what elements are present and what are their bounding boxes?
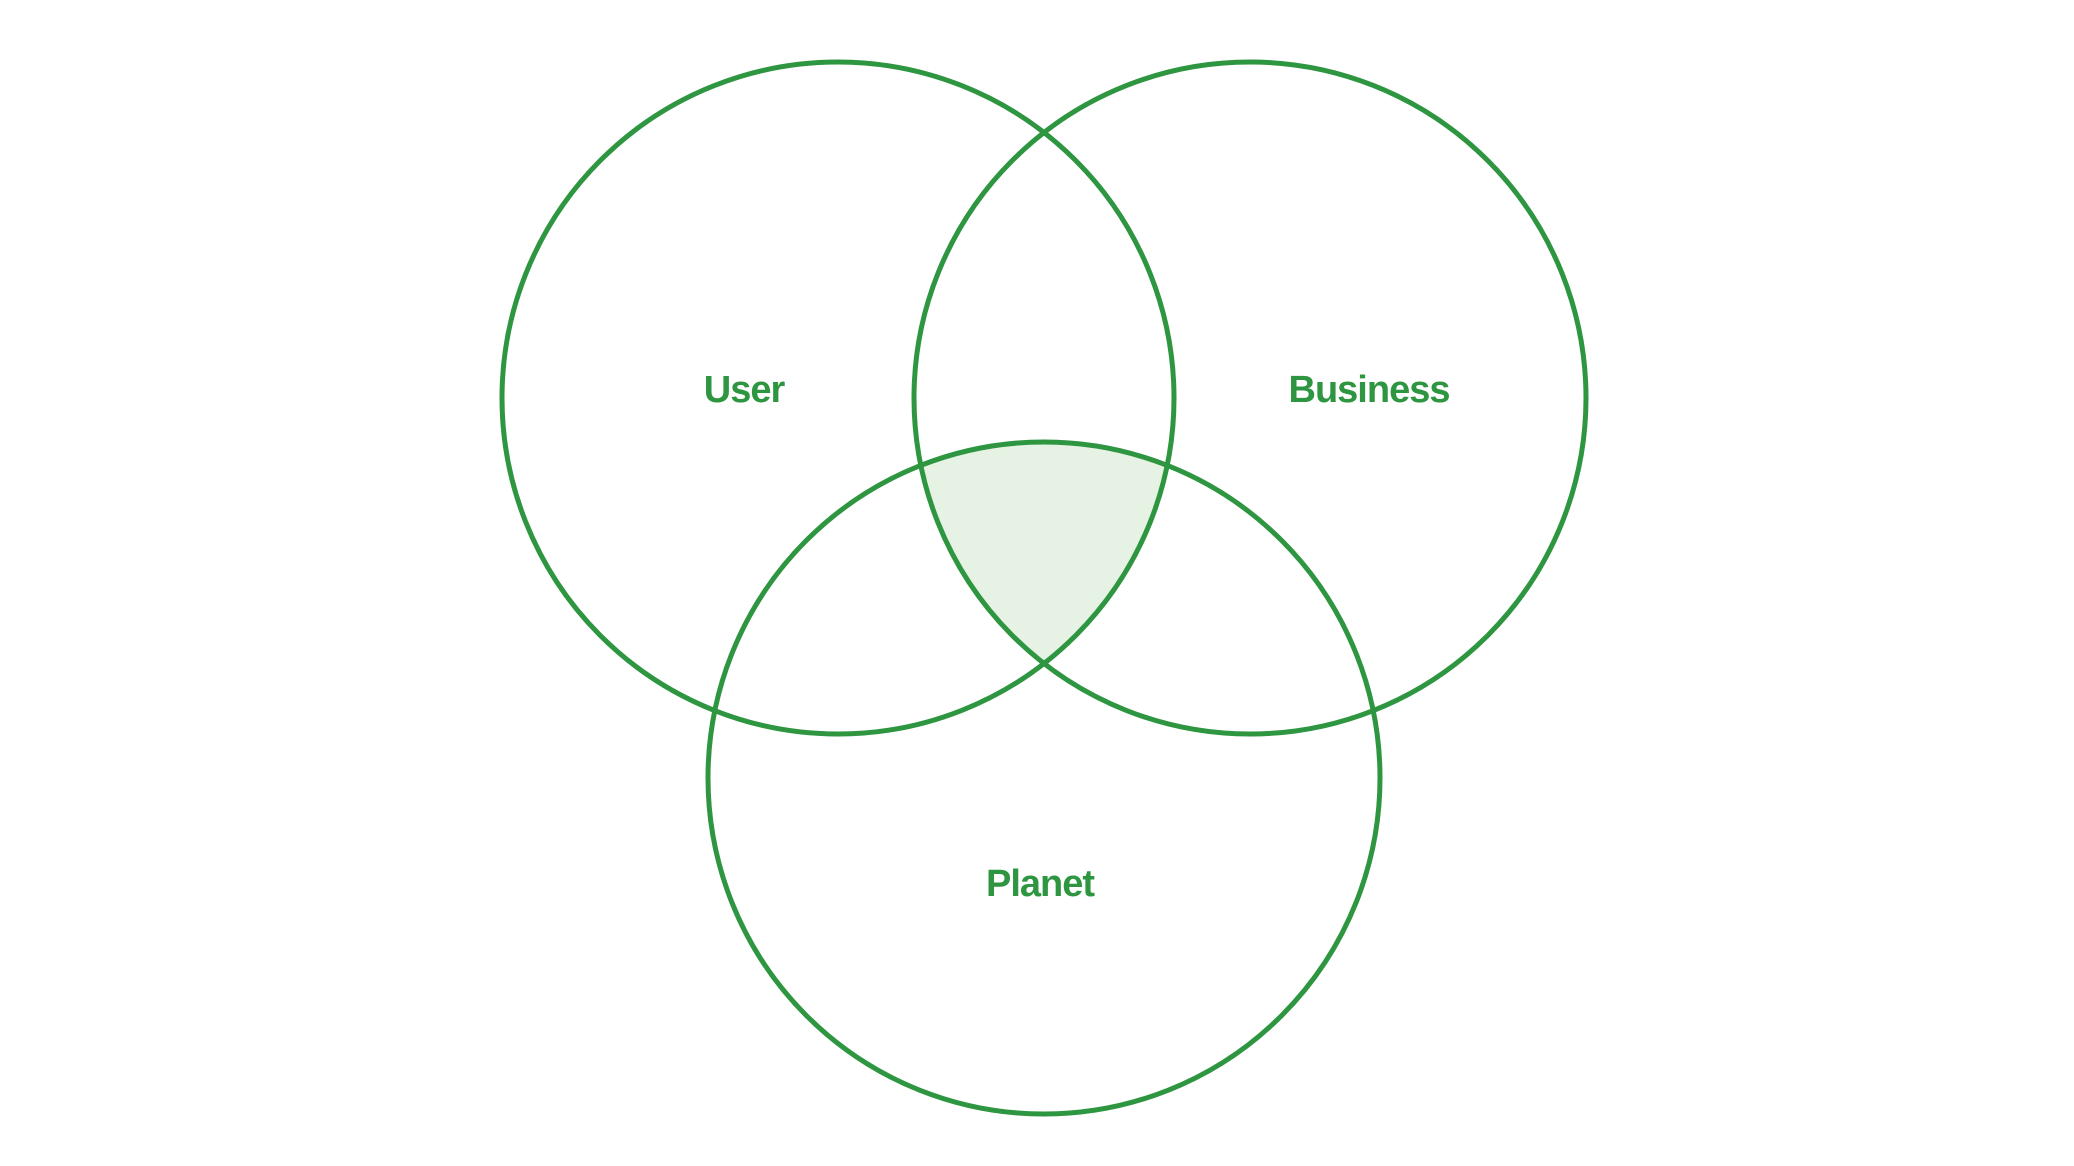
planet-set-circle [705,439,1383,1117]
business-set-circle [911,59,1589,737]
user-set-circle [499,59,1177,737]
user-set-label: User [704,369,786,411]
business-set-label: Business [1289,369,1450,411]
planet-set-label: Planet [986,863,1095,905]
triple-overlap-region [914,442,1174,734]
